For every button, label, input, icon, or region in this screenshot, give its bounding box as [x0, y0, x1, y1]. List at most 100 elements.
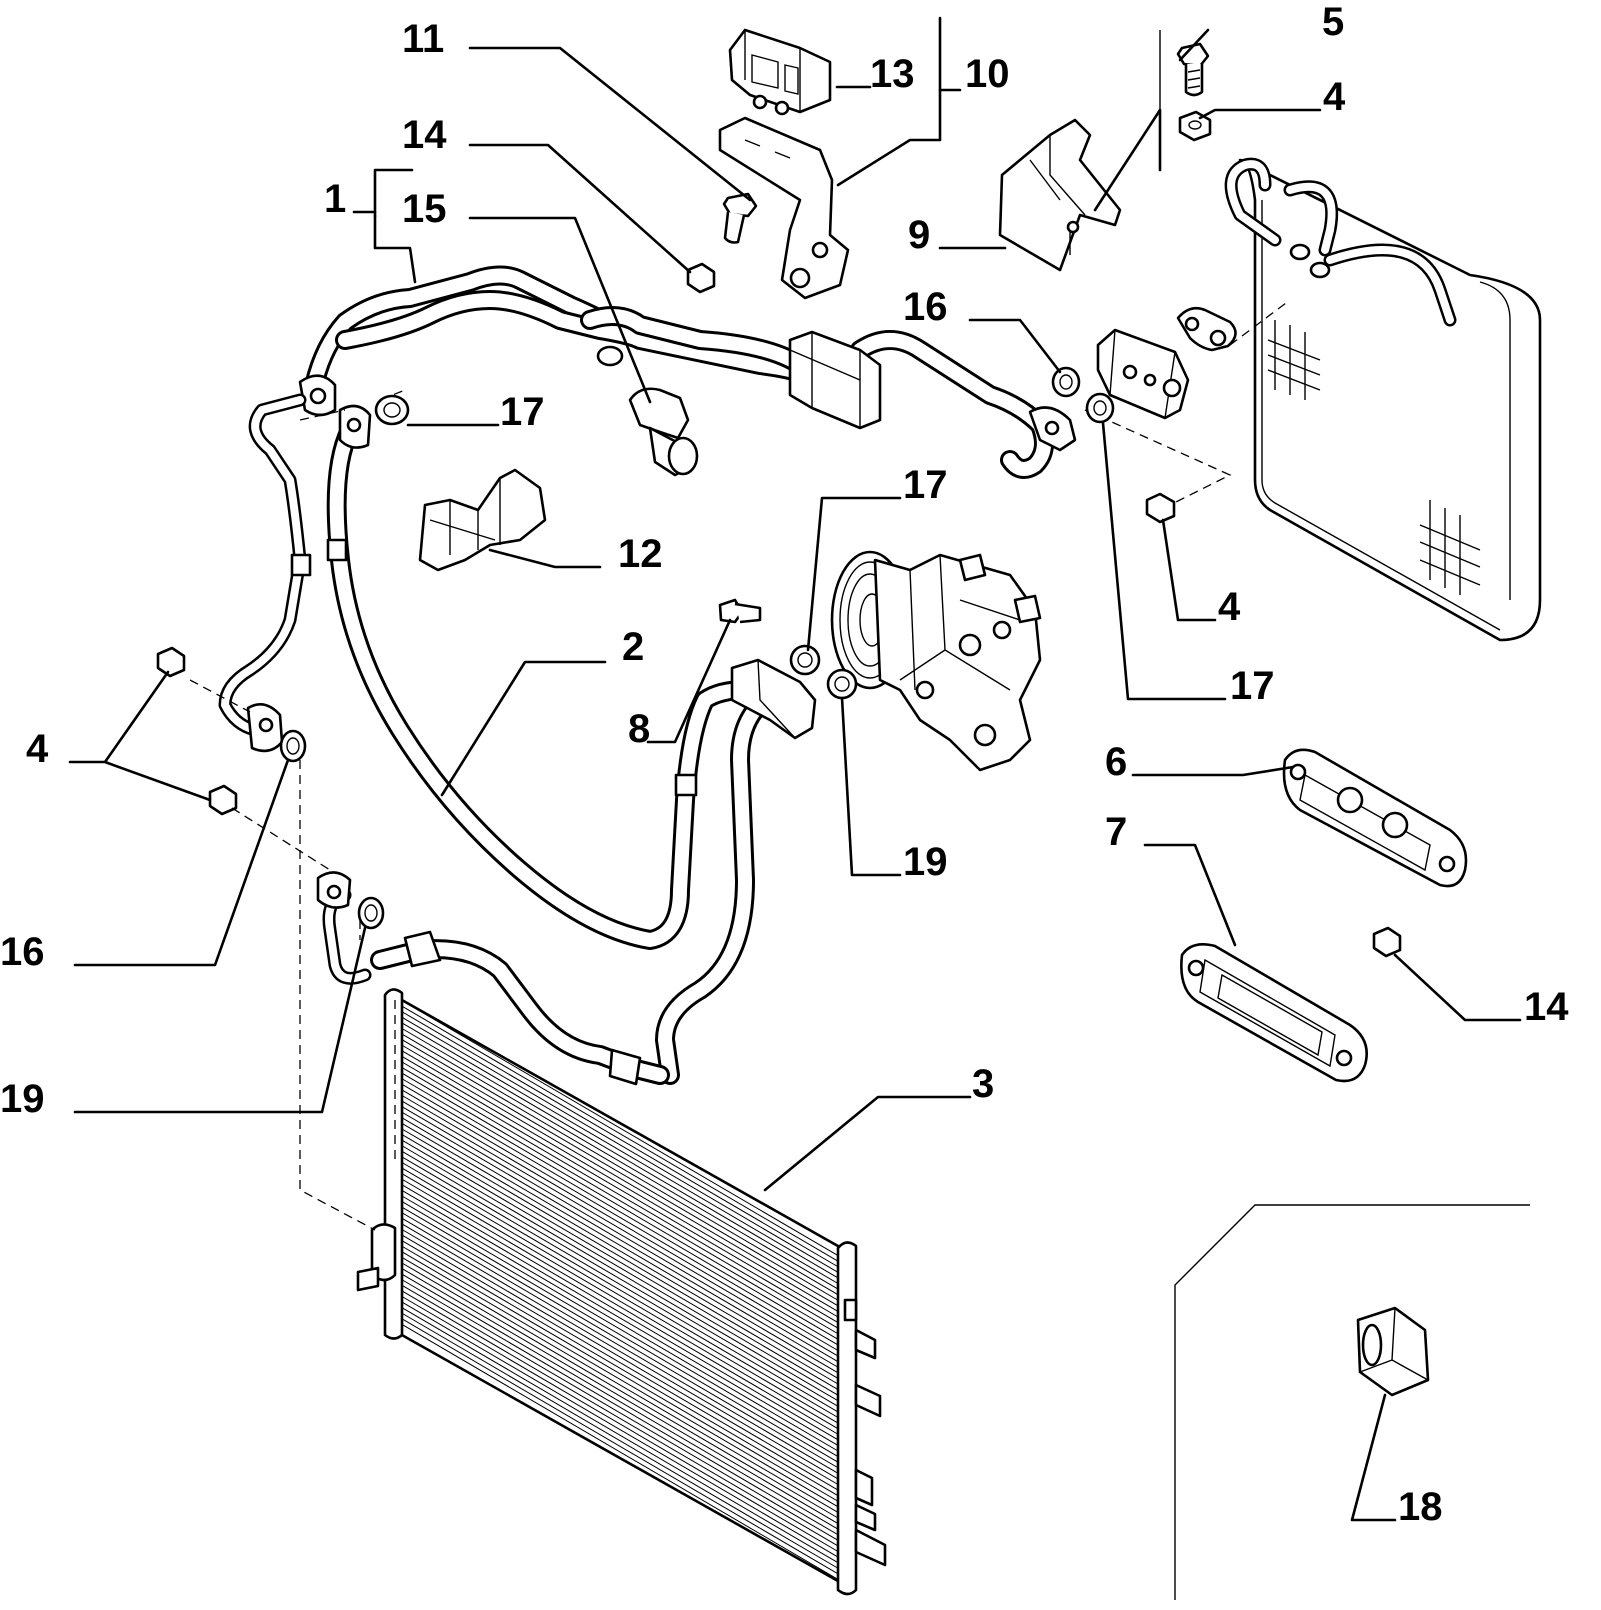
callout-18: 18: [1398, 1485, 1443, 1529]
condenser-fin-line: [401, 1312, 839, 1569]
bolt-8: [718, 598, 762, 624]
condenser-fin-line: [401, 1078, 839, 1335]
condenser-fin-line: [401, 1273, 839, 1530]
callout-17-compressor: 17: [903, 463, 948, 507]
callout-4-top: 4: [1323, 75, 1346, 119]
callout-16-top: 16: [903, 285, 948, 329]
gasket-7: [1180, 943, 1368, 1083]
condenser-fin-line: [401, 1262, 839, 1519]
callout-15: 15: [402, 187, 447, 231]
dashed-guide-upper: [299, 389, 406, 421]
condenser-fin-line: [401, 1189, 839, 1446]
pipe-assembly-1-lower: [218, 393, 312, 753]
condenser-fin-line: [401, 1234, 839, 1491]
condenser-fin-line: [401, 1061, 839, 1318]
discharge-hose: [370, 658, 817, 1086]
pipe-2: [326, 404, 755, 950]
condenser-fin-line: [401, 1318, 839, 1575]
condenser-fin-line: [401, 1173, 839, 1430]
condenser-fin-line: [401, 1290, 839, 1547]
condenser-fin-line: [401, 1301, 839, 1558]
condenser-fin-line: [401, 1279, 839, 1536]
condenser-fin-line: [401, 1083, 839, 1340]
compressor: [830, 550, 1042, 772]
leader-lines: [68, 16, 1522, 1522]
callout-5: 5: [1322, 0, 1344, 44]
condenser-fin-line: [401, 1229, 839, 1485]
condenser-fin-line: [401, 1016, 839, 1273]
seal-16-valve: [1051, 366, 1081, 398]
condenser-fin-line: [401, 1162, 839, 1418]
seal-17-compressor: [789, 644, 821, 676]
condenser-fin-line: [401, 1022, 839, 1279]
condenser-fin-line: [401, 1223, 839, 1480]
condenser-fin-line: [401, 1044, 839, 1301]
condenser-fin-line: [401, 1323, 839, 1580]
pressure-switch-15: [628, 387, 699, 477]
callout-1: 1: [324, 177, 346, 221]
dashed-guide-left-3: [359, 920, 396, 1165]
condenser-fin-line: [401, 1184, 839, 1441]
dashed-guide-left-1: [231, 807, 331, 871]
condenser-fin-line: [401, 1195, 839, 1452]
condenser-fin-line: [401, 1000, 839, 1257]
bracket-13: [728, 28, 832, 116]
seal-19-compressor: [826, 668, 858, 700]
condenser-fin-line: [401, 1245, 839, 1502]
condenser-fin-line: [401, 1212, 839, 1469]
callout-19-compressor: 19: [903, 840, 948, 884]
nut-4-left-upper: [156, 646, 186, 678]
condenser-fin-line: [401, 1296, 839, 1552]
dashed-guide-left-2: [299, 760, 376, 1231]
callout-14-right: 14: [1524, 985, 1569, 1029]
condenser-fin-line: [401, 1240, 839, 1497]
nut-4-top: [1178, 110, 1212, 142]
nut-4-middle: [1145, 492, 1176, 524]
condenser-fin-line: [401, 1028, 839, 1284]
condenser-fin-line: [401, 1111, 839, 1368]
condenser-fin-line: [401, 1011, 839, 1268]
clip-12: [418, 468, 547, 572]
dashed-guide-core: [1229, 299, 1291, 346]
callout-8: 8: [628, 707, 650, 751]
condenser-fin-line: [401, 1117, 839, 1374]
condenser-fin-line: [401, 1050, 839, 1307]
nut-14-right: [1372, 926, 1402, 958]
bracket-10-plate: [718, 116, 850, 300]
callout-14-top: 14: [402, 113, 447, 157]
expansion-valve-block: [1096, 306, 1237, 420]
callout-11: 11: [402, 17, 444, 61]
condenser-fin-line: [401, 1055, 839, 1312]
condenser-fin-line: [401, 1128, 839, 1385]
condenser-fin-line: [401, 1256, 839, 1513]
condenser-fin-line: [401, 1156, 839, 1413]
condenser-fin-line: [401, 1217, 839, 1474]
condenser-fin-line: [401, 1167, 839, 1424]
condenser-fin-line: [401, 1145, 839, 1402]
seal-19-left: [357, 896, 385, 930]
callout-16-left: 16: [0, 930, 45, 974]
callout-7: 7: [1105, 810, 1127, 854]
condenser-fin-line: [401, 1307, 839, 1564]
condenser-fin-line: [401, 1122, 839, 1379]
condenser-3: [356, 988, 887, 1596]
callout-4-middle: 4: [1218, 585, 1241, 629]
bolt-5: [1176, 42, 1210, 97]
pipe-assembly-1: [298, 265, 1077, 479]
callout-2: 2: [622, 625, 644, 669]
condenser-fin-line: [401, 1005, 839, 1262]
bolt-11: [722, 192, 758, 244]
nut-14-top: [686, 262, 716, 294]
condenser-fin-line: [401, 1178, 839, 1435]
condenser-fin-line: [401, 1150, 839, 1407]
condenser-fin-line: [401, 1134, 839, 1391]
condenser-fin-line: [401, 1251, 839, 1508]
callout-3: 3: [972, 1062, 994, 1106]
seal-16-left: [279, 729, 307, 763]
detail-inset-18: [1174, 1204, 1530, 1600]
callout-labels: 1 2 3 4 4 4 5 6 7 8 9 10 11 12 13 14 14 …: [0, 0, 1569, 1529]
condenser-fin-line: [401, 1106, 839, 1363]
callout-12: 12: [618, 532, 663, 576]
dashed-guide-valve: [1084, 409, 1232, 506]
